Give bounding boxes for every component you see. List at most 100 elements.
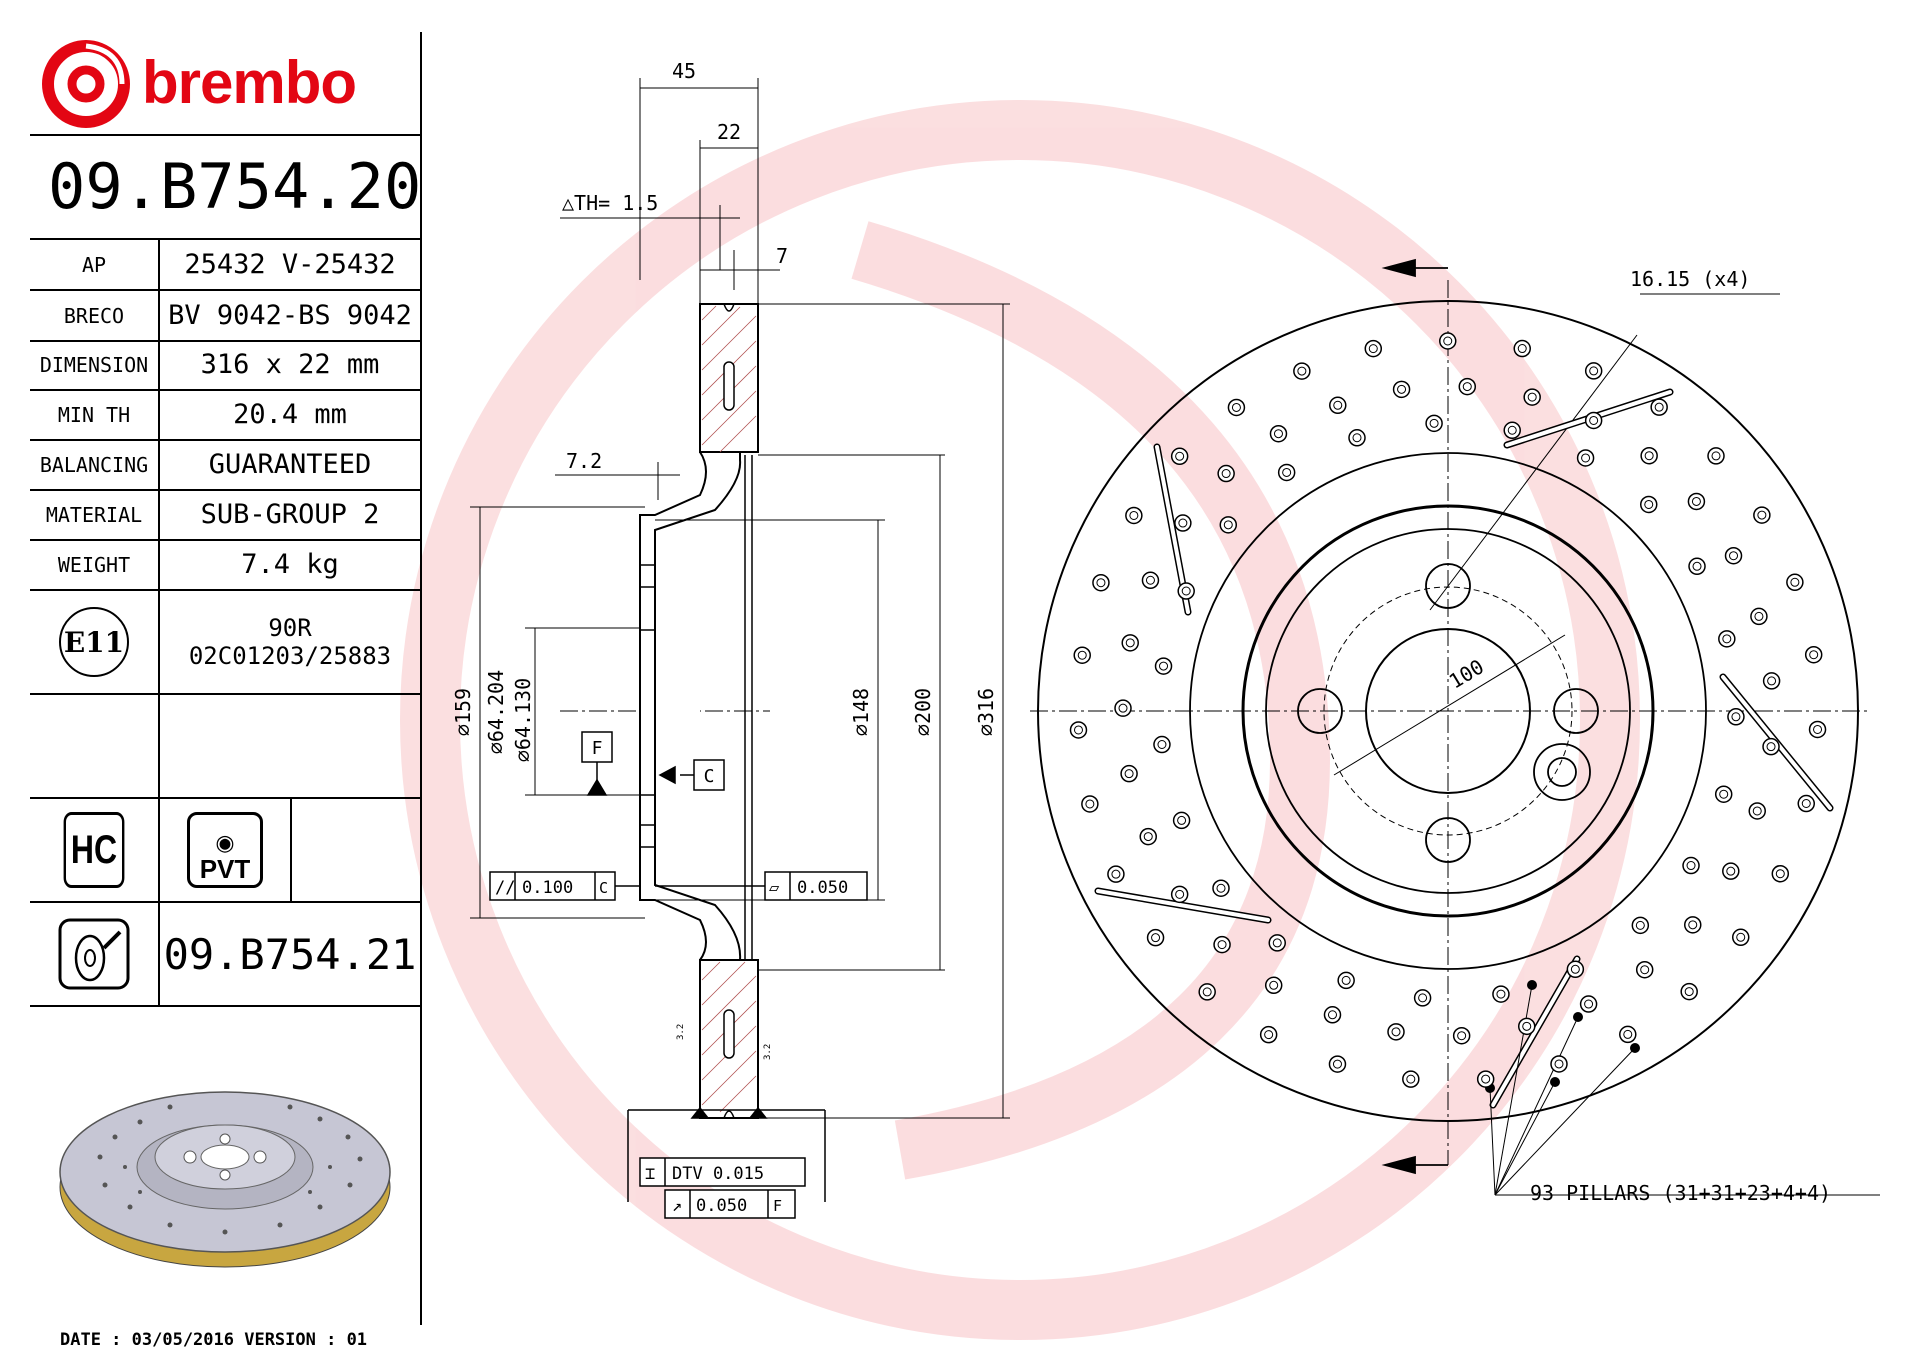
- drill-hole: [1714, 785, 1733, 803]
- drill-hole: [1687, 492, 1706, 511]
- drill-hole: [1680, 982, 1698, 1001]
- drill-hole-inner: [1584, 999, 1594, 1009]
- runout-datum: F: [773, 1197, 782, 1215]
- datum-c: C: [704, 766, 715, 787]
- drill-hole-inner: [1085, 799, 1095, 809]
- drill-hole: [1579, 995, 1598, 1013]
- drill-hole: [1517, 1017, 1536, 1036]
- dim-hat-offset: 7.2: [566, 449, 602, 473]
- bolt-hole: [1553, 688, 1599, 734]
- disc-render-area: [30, 1007, 420, 1323]
- drill-hole-inner: [1644, 499, 1654, 509]
- drill-hole: [1640, 446, 1658, 465]
- drill-hole-inner: [1175, 889, 1185, 899]
- drill-hole: [1107, 865, 1125, 883]
- approval-values: 90R 02C01203/25883: [160, 591, 420, 693]
- drill-hole-inner: [1801, 799, 1811, 809]
- drill-hole-inner: [1767, 676, 1777, 686]
- spec-value: 20.4 mm: [233, 399, 347, 430]
- drill-hole-inner: [1077, 650, 1087, 660]
- drill-hole: [1268, 934, 1286, 952]
- drill-hole: [1219, 516, 1238, 534]
- drill-hole: [1114, 699, 1132, 717]
- coated-disc-cell: [30, 903, 160, 1005]
- drill-hole-inner: [1654, 402, 1664, 412]
- drill-hole-inner: [1177, 815, 1187, 825]
- drill-hole-inner: [1221, 469, 1231, 479]
- drill-hole-inner: [1757, 510, 1767, 520]
- drill-hole-inner: [1368, 344, 1378, 354]
- drill-hole: [1121, 634, 1139, 652]
- drill-hole-inner: [1352, 433, 1362, 443]
- drill-hole: [1413, 989, 1432, 1007]
- drill-hole: [1170, 447, 1189, 466]
- drill-hole-inner: [1589, 415, 1599, 425]
- coated-disc-icon: [58, 918, 130, 990]
- drill-hole: [1154, 657, 1173, 675]
- drill-hole-inner: [1118, 703, 1128, 713]
- brembo-logo-icon: [42, 40, 130, 128]
- drill-hole-inner: [1129, 510, 1139, 520]
- drill-hole: [1576, 449, 1595, 467]
- drill-hole-inner: [1462, 382, 1472, 392]
- logo-row: brembo: [30, 32, 420, 136]
- datum-f: F: [592, 738, 603, 759]
- drill-hole-inner: [1527, 392, 1537, 402]
- drill-hole: [1170, 885, 1189, 904]
- spec-label: MATERIAL: [30, 490, 160, 539]
- spec-value: 25432 V-25432: [184, 249, 396, 280]
- drill-hole: [1786, 573, 1804, 592]
- drill-hole: [1227, 398, 1246, 417]
- drill-hole: [1212, 879, 1230, 897]
- drill-hole: [1584, 362, 1603, 380]
- drill-hole-inner: [1790, 577, 1800, 587]
- alt-part-number: 09.B754.21: [163, 929, 417, 979]
- drill-hole: [1139, 827, 1157, 846]
- drill-hole-inner: [1731, 712, 1741, 722]
- dtv-value: DTV 0.015: [672, 1164, 764, 1184]
- drill-hole-inner: [1178, 518, 1188, 528]
- drill-hole-inner: [1570, 964, 1580, 974]
- drill-hole: [1458, 377, 1477, 396]
- drill-hole-inner: [1272, 938, 1282, 948]
- drill-hole: [1092, 573, 1110, 592]
- drill-hole-inner: [1443, 336, 1453, 346]
- drill-hole: [1177, 582, 1195, 600]
- drill-hole-inner: [1522, 1021, 1532, 1031]
- drill-hole: [1750, 607, 1768, 626]
- drill-hole-inner: [1457, 1031, 1467, 1041]
- drill-hole-inner: [1151, 933, 1161, 943]
- drill-hole-inner: [1736, 932, 1746, 942]
- drill-hole-inner: [1269, 980, 1279, 990]
- drill-hole: [1584, 411, 1603, 430]
- drill-hole: [1523, 388, 1541, 406]
- drill-hole: [1402, 1070, 1420, 1088]
- bolt-hole: [1425, 817, 1471, 863]
- drill-hole: [1213, 935, 1231, 954]
- drill-hole: [1348, 429, 1366, 447]
- drill-hole-inner: [1231, 402, 1241, 412]
- flatness-value: 0.050: [797, 878, 848, 898]
- drill-hole: [1069, 721, 1088, 739]
- spec-label: WEIGHT: [30, 540, 160, 589]
- dim-overall-width: 45: [672, 59, 696, 83]
- drill-hole: [1452, 1026, 1471, 1045]
- drill-hole-inner: [1517, 344, 1527, 354]
- drill-hole: [1439, 332, 1457, 350]
- spec-label: DIMENSION: [30, 340, 160, 389]
- dim-pcd: 100: [1445, 654, 1488, 693]
- drill-hole-inner: [1554, 1059, 1564, 1069]
- badge-row: HC ◉ PVT: [30, 799, 420, 903]
- drill-hole: [1425, 414, 1443, 433]
- parallelism-datum: C: [599, 879, 608, 897]
- bolt-hole: [1297, 688, 1343, 734]
- drill-holes: [1069, 332, 1827, 1088]
- part-number-row: 09.B754.20: [30, 136, 421, 240]
- drill-hole: [1323, 1006, 1342, 1024]
- drill-hole-inner: [1202, 987, 1212, 997]
- drill-hole: [1684, 916, 1702, 934]
- drill-hole-inner: [1124, 769, 1134, 779]
